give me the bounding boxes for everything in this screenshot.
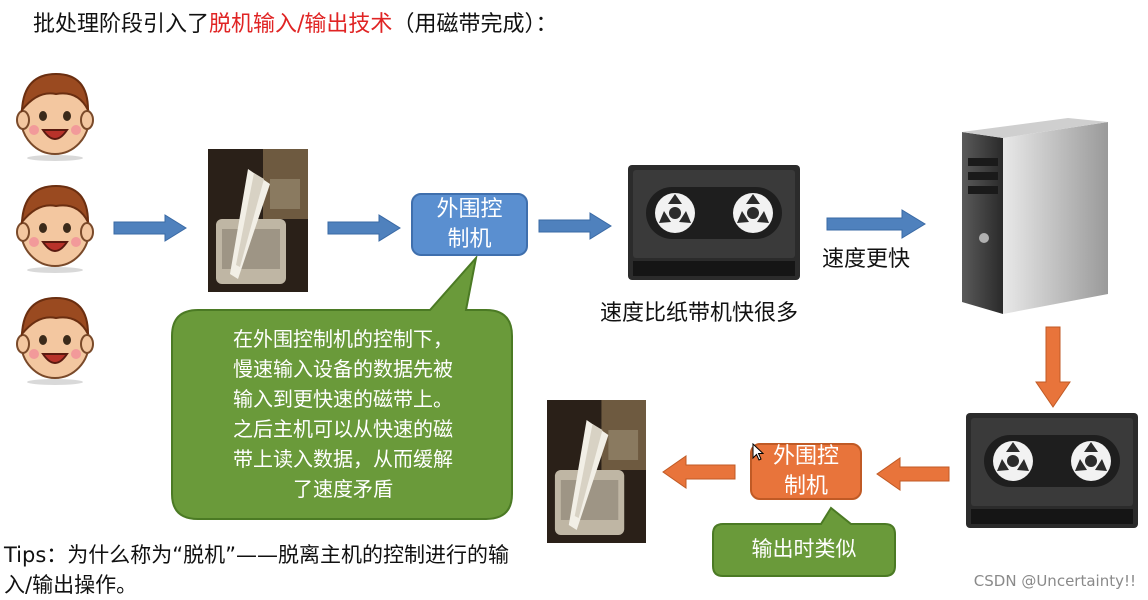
- title-prefix: 批处理阶段引入了: [33, 12, 210, 37]
- paper-tape-machine-icon: [208, 149, 308, 292]
- arrow-right-icon: [826, 209, 926, 239]
- callout-line: 在外围控制机的控制下，: [233, 327, 453, 351]
- controller-label-line1: 外围控: [436, 196, 503, 222]
- user-face-icon: [16, 292, 94, 387]
- watermark: CSDN @Uncertainty!!: [973, 572, 1136, 590]
- paper-tape-machine-icon: [547, 400, 646, 543]
- arrow-right-icon: [327, 214, 401, 242]
- output-callout: 输出时类似: [711, 506, 897, 578]
- explanation-callout: 在外围控制机的控制下， 慢速输入设备的数据先被 输入到更快速的磁带上。 之后主机…: [170, 256, 515, 522]
- controller-label-line2: 制机: [783, 473, 828, 499]
- tape-drive-icon: [966, 413, 1138, 528]
- tape-speed-caption: 速度比纸带机快很多: [600, 301, 799, 326]
- callout-line: 输入到更快速的磁带上。: [233, 387, 453, 411]
- faster-speed-caption: 速度更快: [822, 247, 911, 272]
- title-highlight: 脱机输入/输出技术: [209, 12, 393, 37]
- page-title: 批处理阶段引入了脱机输入/输出技术（用磁带完成）：: [33, 6, 557, 38]
- arrow-left-icon: [662, 455, 736, 489]
- callout-line: 带上读入数据，从而缓解: [233, 447, 453, 471]
- title-suffix: （用磁带完成）：: [392, 12, 558, 37]
- controller-label-line1: 外围控: [772, 443, 839, 469]
- user-face-icon: [16, 68, 94, 163]
- callout-line: 之后主机可以从快速的磁: [233, 417, 453, 441]
- user-face-icon: [16, 180, 94, 275]
- computer-tower-icon: [958, 118, 1118, 318]
- mouse-cursor-icon: [752, 442, 765, 465]
- arrow-right-icon: [538, 212, 612, 240]
- peripheral-controller-box: 外围控制机: [750, 443, 862, 500]
- tape-drive-icon: [628, 165, 800, 280]
- peripheral-controller-box: 外围控制机: [411, 193, 528, 256]
- callout-line: 慢速输入设备的数据先被: [233, 357, 453, 381]
- controller-label-line2: 制机: [447, 226, 492, 252]
- arrow-down-icon: [1035, 326, 1071, 408]
- callout-line: 了速度矛盾: [293, 477, 393, 501]
- arrow-right-icon: [113, 214, 187, 242]
- output-callout-text: 输出时类似: [751, 537, 857, 561]
- arrow-left-icon: [876, 457, 950, 491]
- tips-text: Tips：为什么称为“脱机”——脱离主机的控制进行的输入/输出操作。: [4, 543, 510, 597]
